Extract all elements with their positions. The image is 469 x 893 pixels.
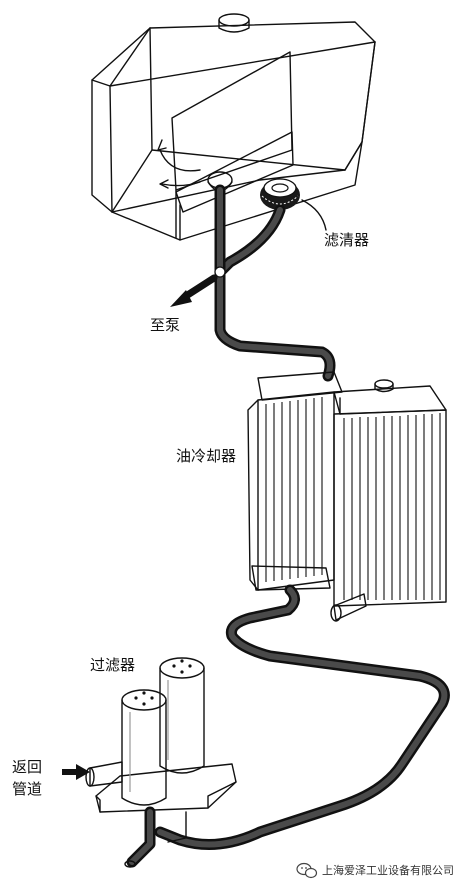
filter (85, 657, 237, 868)
return-inlet-stub (85, 761, 123, 787)
label-oil-cooler: 油冷却器 (176, 447, 236, 465)
oil-cooler (247, 371, 447, 622)
strainer (260, 178, 300, 210)
flow-arrow (161, 181, 201, 187)
label-to-pump: 至泵 (150, 316, 180, 334)
strainer-leader-line (301, 199, 327, 231)
tee-junction (214, 266, 226, 278)
label-filter: 过滤器 (90, 656, 135, 674)
label-strainer: 滤清器 (324, 231, 369, 249)
return-loop-pipe (154, 584, 450, 850)
flow-arrow-head (157, 139, 167, 151)
label-return-line-2: 管道 (12, 780, 42, 798)
wechat-icon (296, 862, 318, 879)
watermark: 上海爱泽工业设备有限公司 (296, 862, 454, 879)
flow-arrow-head (159, 179, 169, 189)
oil-tank (91, 13, 376, 241)
flow-arrow (159, 149, 201, 172)
return-arrow (62, 764, 90, 780)
filler-cap (218, 13, 250, 33)
to-pump-arrow (170, 274, 218, 307)
cooler-outlet-stub (330, 593, 367, 622)
label-return-line-1: 返回 (12, 758, 42, 776)
watermark-text: 上海爱泽工业设备有限公司 (322, 863, 454, 877)
